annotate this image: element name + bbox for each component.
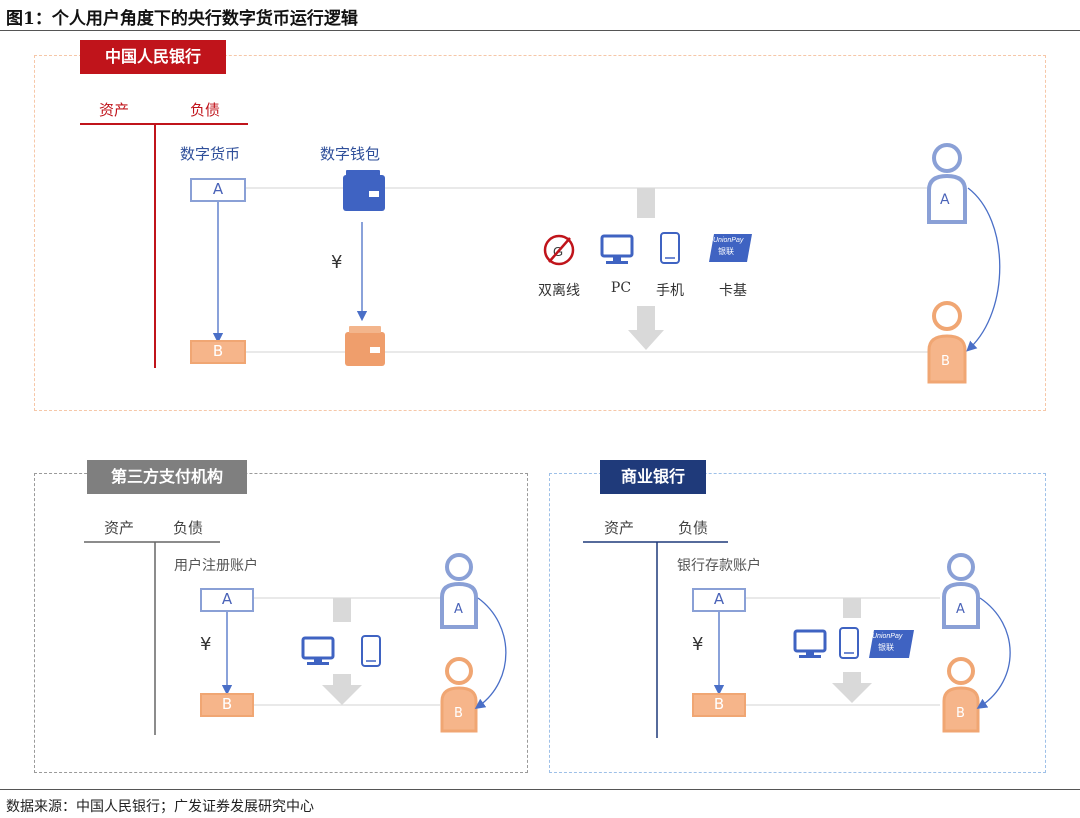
channel-card-label: 卡基: [719, 283, 747, 299]
third-party-box-a: A: [200, 588, 254, 612]
source-note: 数据来源：中国人民银行；广发证券发展研究中心: [6, 799, 314, 815]
phone-icon: [660, 232, 680, 264]
bank-box-a: A: [692, 588, 746, 612]
third-party-liabilities-label: 负债: [173, 519, 204, 537]
channel-pc-label: PC: [610, 280, 632, 296]
pboc-gray-flow-arrow: [628, 188, 664, 350]
pboc-box-b: B: [190, 340, 246, 364]
third-party-gray-flow-arrow: [322, 598, 362, 705]
third-party-transfer-curve: [474, 597, 507, 710]
bank-user-a-label: A: [956, 602, 965, 617]
pboc-liabilities-label: 负债: [190, 101, 221, 119]
user-b-label: B: [941, 354, 950, 369]
bank-user-b-icon: [942, 657, 980, 733]
pboc-yen-symbol: ¥: [331, 252, 343, 273]
offline-icon: G: [543, 234, 575, 266]
bank-user-b-label: B: [956, 706, 965, 721]
bank-unionpay-text: UnionPay: [872, 633, 903, 640]
channel-phone-label: 手机: [656, 283, 684, 299]
third-party-box-b: B: [200, 693, 254, 717]
third-party-assets-label: 资产: [104, 519, 135, 537]
bank-unionpay-cn-text: 银联: [878, 643, 894, 652]
user-a-icon: [927, 143, 967, 224]
user-b-icon: [927, 301, 967, 384]
third-party-yen-symbol: ¥: [200, 634, 212, 655]
third-party-panel: [34, 473, 528, 773]
bank-pc-icon: [793, 629, 827, 658]
unionpay-card-icon: [709, 234, 752, 262]
pboc-tag: 中国人民银行: [80, 40, 226, 74]
bank-phone-icon: [839, 627, 859, 659]
user-a-label: A: [940, 192, 950, 208]
bank-tag: 商业银行: [600, 460, 706, 494]
pc-icon: [600, 234, 634, 264]
bank-liabilities-label: 负债: [678, 519, 709, 537]
third-party-user-b-icon: [440, 657, 478, 733]
third-party-tag: 第三方支付机构: [87, 460, 247, 494]
unionpay-text: UnionPay: [713, 237, 744, 244]
title-rule: [0, 30, 1080, 31]
pboc-panel: [34, 55, 1046, 411]
bank-unionpay-card-icon: [869, 630, 914, 658]
pboc-box-a: A: [190, 178, 246, 202]
third-party-user-a-label: A: [454, 602, 463, 617]
pboc-assets-label: 资产: [99, 101, 130, 119]
third-party-user-b-label: B: [454, 706, 463, 721]
bank-box-b: B: [692, 693, 746, 717]
digital-currency-label: 数字货币: [180, 145, 241, 163]
bank-panel: [549, 473, 1046, 773]
bank-account-label: 银行存款账户: [677, 558, 761, 574]
third-party-user-a-icon: [440, 553, 478, 629]
digital-wallet-label: 数字钱包: [320, 145, 381, 163]
bank-yen-symbol: ¥: [692, 634, 704, 655]
unionpay-cn-text: 银联: [718, 247, 734, 256]
figure-title: 图1：个人用户角度下的央行数字货币运行逻辑: [6, 9, 358, 29]
bank-transfer-curve: [976, 597, 1011, 709]
bank-assets-label: 资产: [604, 519, 635, 537]
wallet-blue-icon: [343, 170, 385, 211]
third-party-pc-icon: [301, 636, 335, 665]
bank-gray-flow-arrow: [832, 598, 872, 703]
third-party-phone-icon: [361, 635, 381, 667]
third-party-account-label: 用户注册账户: [174, 558, 258, 574]
channel-offline-label: 双离线: [538, 283, 580, 299]
footer-rule: [0, 789, 1080, 790]
bank-user-a-icon: [942, 553, 980, 629]
pboc-transfer-curve: [966, 187, 1001, 352]
wallet-orange-icon: [345, 326, 385, 366]
